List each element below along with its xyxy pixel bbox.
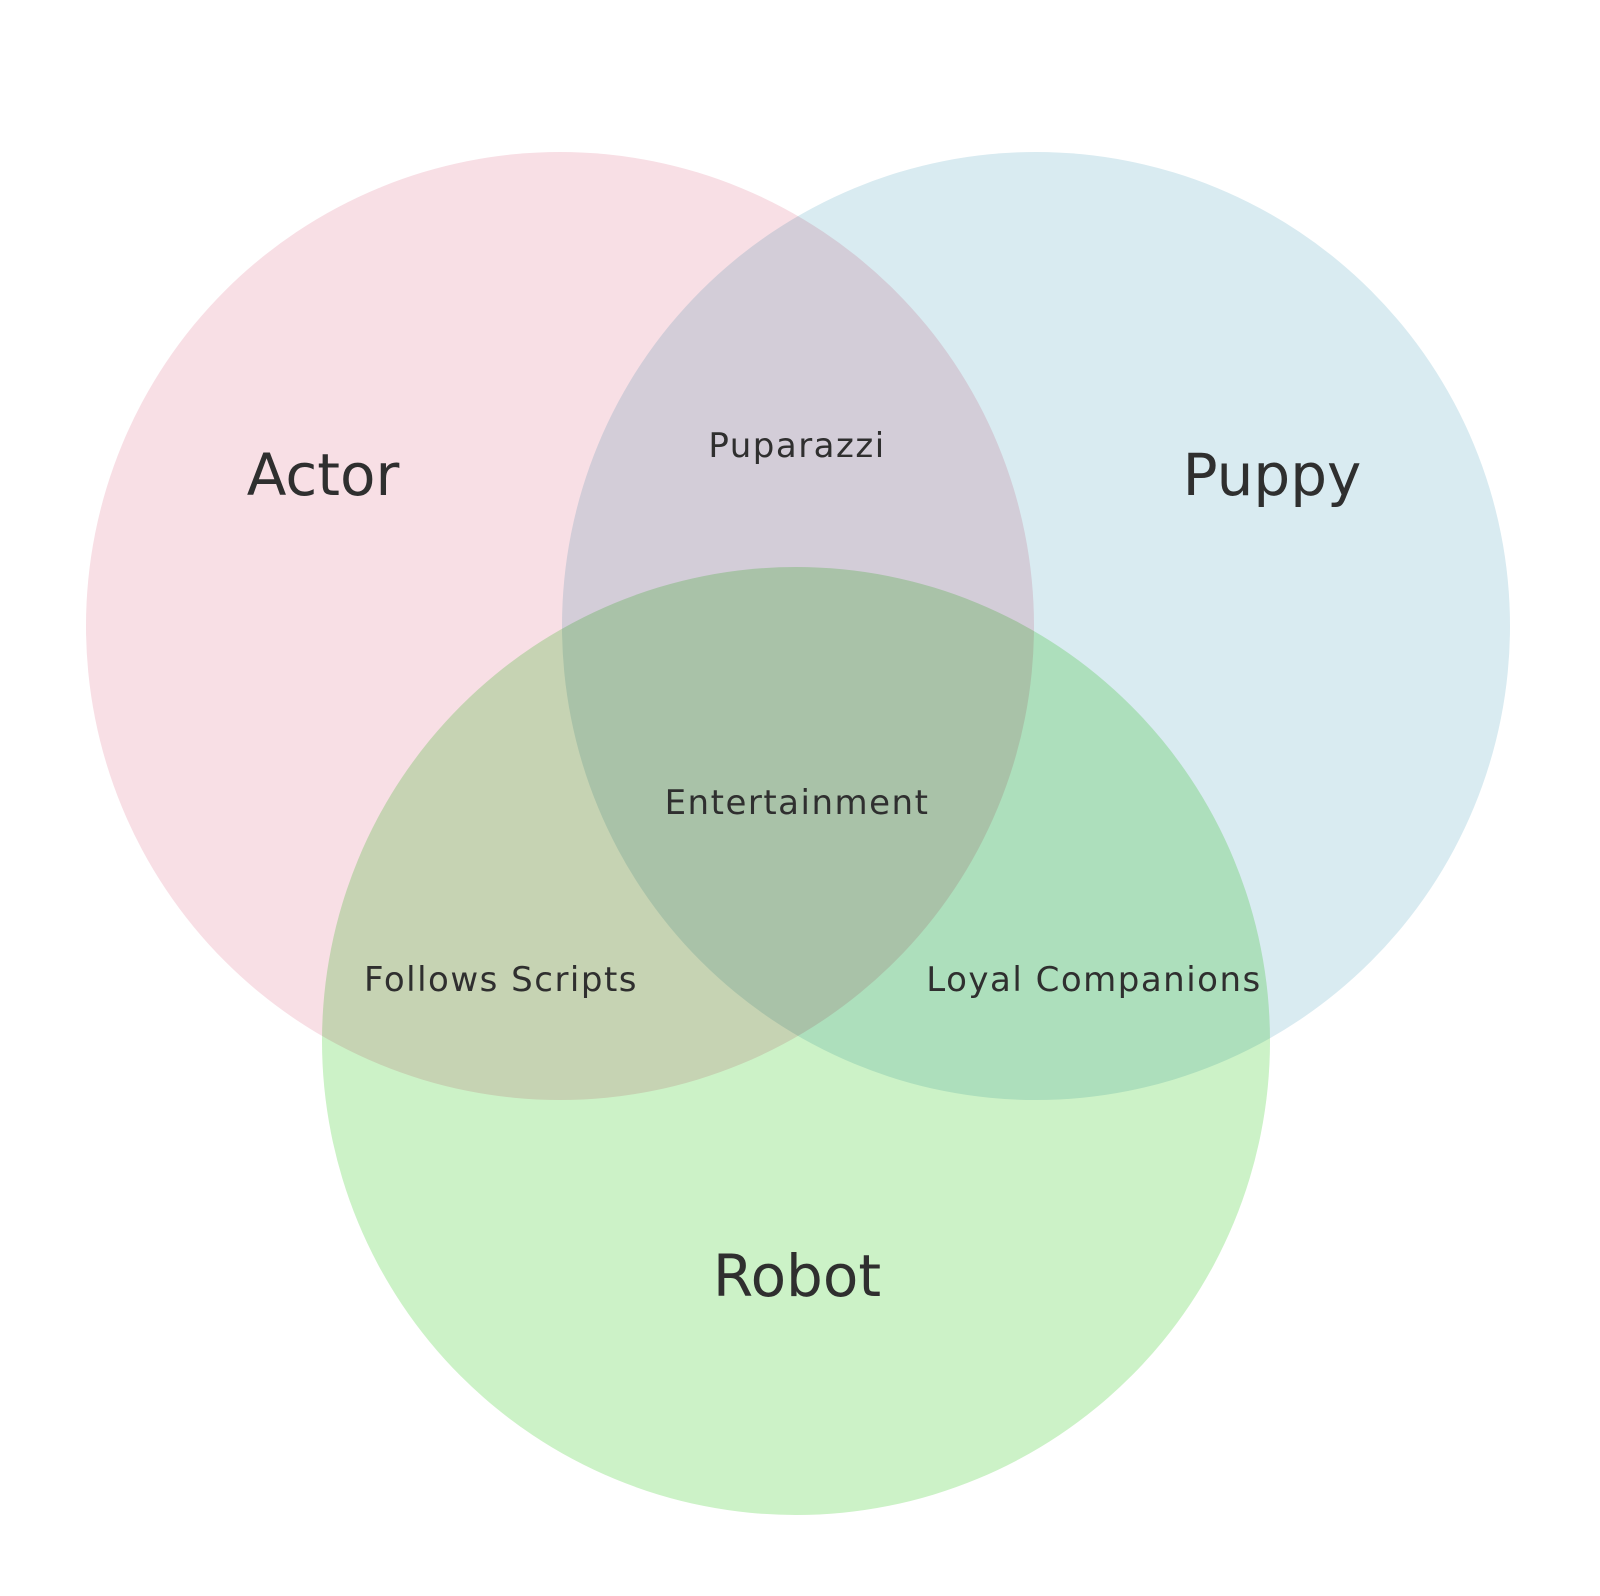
robot-circle: [322, 567, 1270, 1515]
puppy-robot-label: Loyal Companions: [926, 960, 1262, 1000]
actor-puppy-label: Puparazzi: [708, 426, 885, 466]
puppy-label: Puppy: [1183, 441, 1362, 509]
set-labels: Actor Puppy Robot: [247, 441, 1362, 1310]
robot-label: Robot: [713, 1242, 881, 1310]
circles: [86, 152, 1510, 1515]
actor-robot-label: Follows Scripts: [364, 960, 638, 1000]
actor-label: Actor: [247, 441, 400, 509]
region-labels: Puparazzi Entertainment Follows Scripts …: [364, 426, 1262, 1000]
center-label: Entertainment: [665, 783, 930, 823]
